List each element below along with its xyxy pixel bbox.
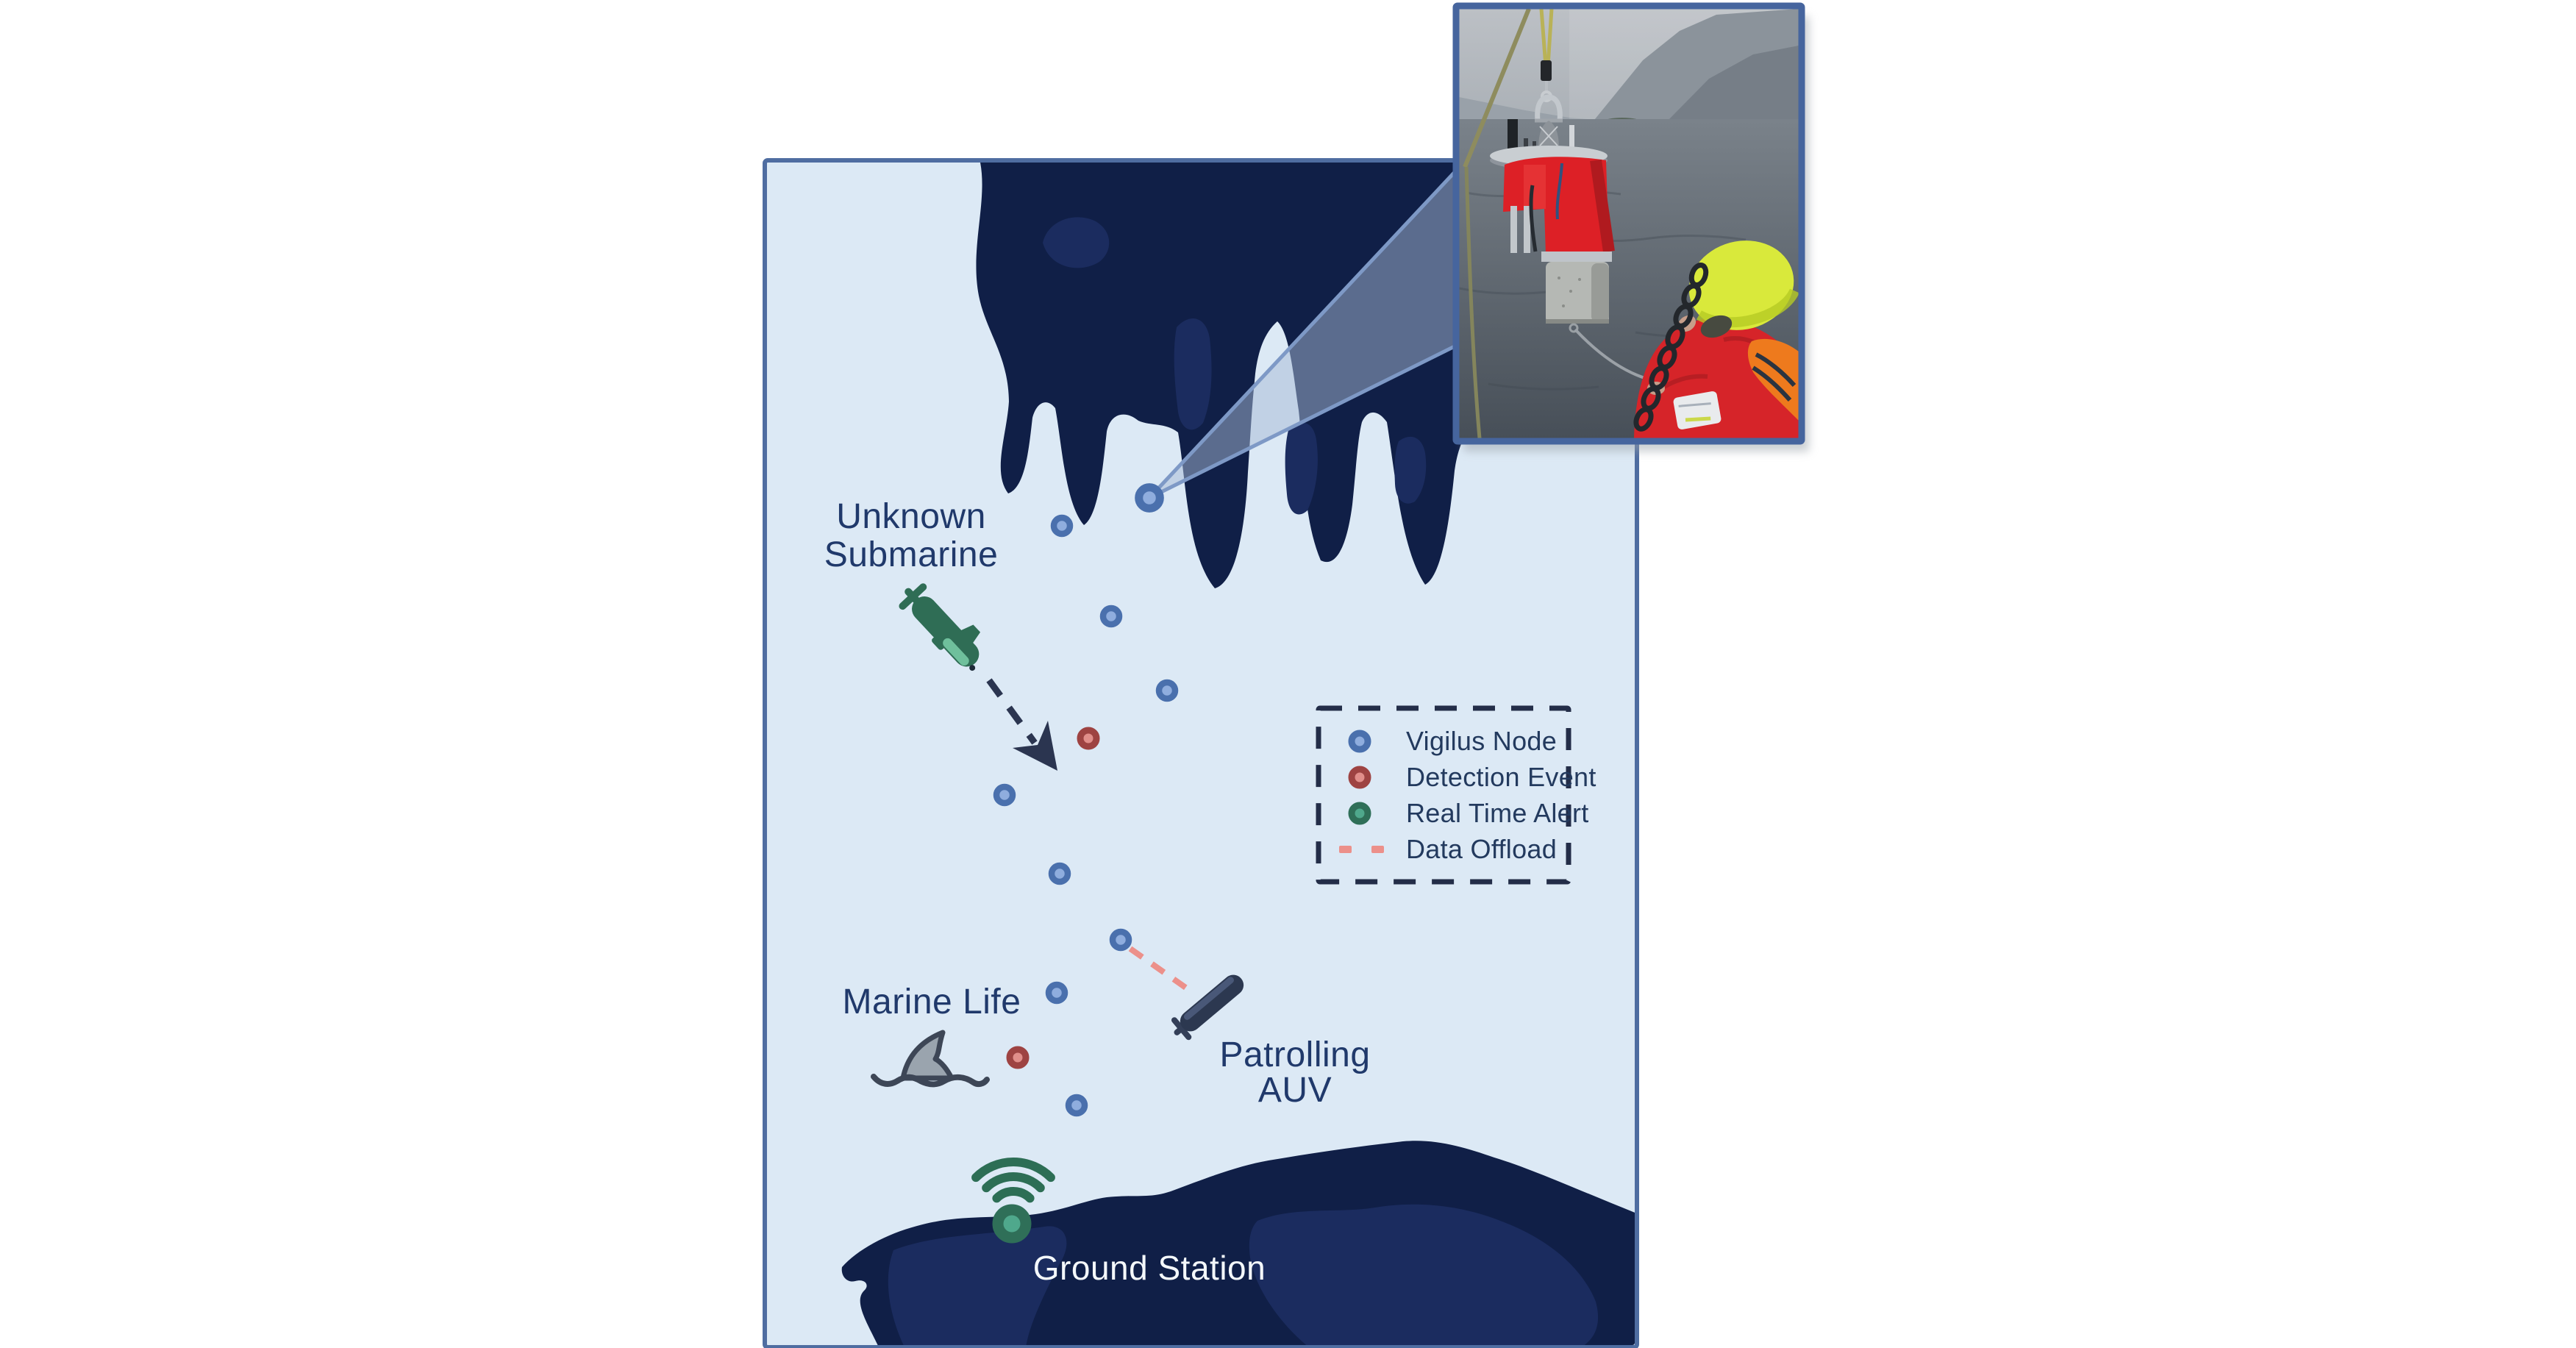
- wifi-icon: [971, 1158, 1055, 1203]
- land-texture-patch: [888, 1226, 1067, 1345]
- legend-marker-data-offload: [1371, 846, 1384, 853]
- unknown-submarine-icon: [899, 583, 981, 671]
- photo-chain: [1633, 262, 1709, 432]
- photo-mountains-near: [1665, 46, 1799, 124]
- land-texture-patch: [1394, 436, 1427, 504]
- ground-station-label: Ground Station: [1033, 1249, 1266, 1287]
- unknown-submarine-label-line2: Submarine: [824, 535, 999, 574]
- vigilus-node: [1155, 679, 1179, 702]
- vigilus-node: [1109, 928, 1132, 952]
- vigilus-node: [1045, 981, 1068, 1005]
- legend-marker-vigilus-node: [1348, 730, 1371, 753]
- bottom-landmass: [841, 1141, 1635, 1345]
- land-texture-patch: [1249, 1204, 1599, 1345]
- callout-wedge: [1148, 169, 1458, 500]
- vigilus-node: [1099, 605, 1123, 628]
- land-texture-patch: [1043, 217, 1110, 268]
- legend-label-data-offload: Data Offload: [1406, 834, 1557, 864]
- detection-node: [1077, 727, 1100, 750]
- legend-label-detection-event: Detection Event: [1406, 762, 1596, 792]
- photo-instrument: [1490, 119, 1687, 382]
- legend-border: [1316, 705, 1571, 885]
- patrolling-auv-label-line2: AUV: [1258, 1071, 1332, 1110]
- marine-life-icon: [871, 1030, 990, 1088]
- photo-hills-left: [1459, 97, 1628, 125]
- alert-node: [992, 1204, 1032, 1244]
- legend-marker-real-time-alert: [1348, 802, 1371, 825]
- land-texture-patch: [1285, 422, 1318, 515]
- patrolling-auv-label-line1: Patrolling: [1219, 1035, 1370, 1074]
- trajectory-arrow: [986, 678, 1057, 771]
- photo-frame: [1452, 2, 1805, 445]
- legend-label-real-time-alert: Real Time Alert: [1406, 798, 1589, 828]
- vigilus-node: [1048, 862, 1071, 885]
- patrolling-auv-icon: [1171, 974, 1244, 1041]
- legend-label-vigilus-node: Vigilus Node: [1406, 726, 1557, 756]
- vigilus-node: [1050, 514, 1074, 538]
- legend-marker-data-offload: [1339, 846, 1352, 853]
- marine-life-label: Marine Life: [843, 983, 1021, 1021]
- vigilus-node: [1065, 1094, 1088, 1117]
- nodes-layer: [992, 483, 1179, 1244]
- photo-hood: [1688, 240, 1794, 330]
- legend-marker-detection-event: [1348, 766, 1371, 789]
- land-texture-patch: [1174, 318, 1212, 430]
- vigilus-node: [1135, 483, 1164, 513]
- vigilus-node: [993, 783, 1016, 807]
- data-offload-line: [1128, 946, 1194, 995]
- detection-node: [1006, 1046, 1030, 1069]
- unknown-submarine-label-line1: Unknown: [836, 497, 986, 536]
- photo-rigging: [1463, 9, 1563, 438]
- deployment-photo: [1452, 2, 1809, 452]
